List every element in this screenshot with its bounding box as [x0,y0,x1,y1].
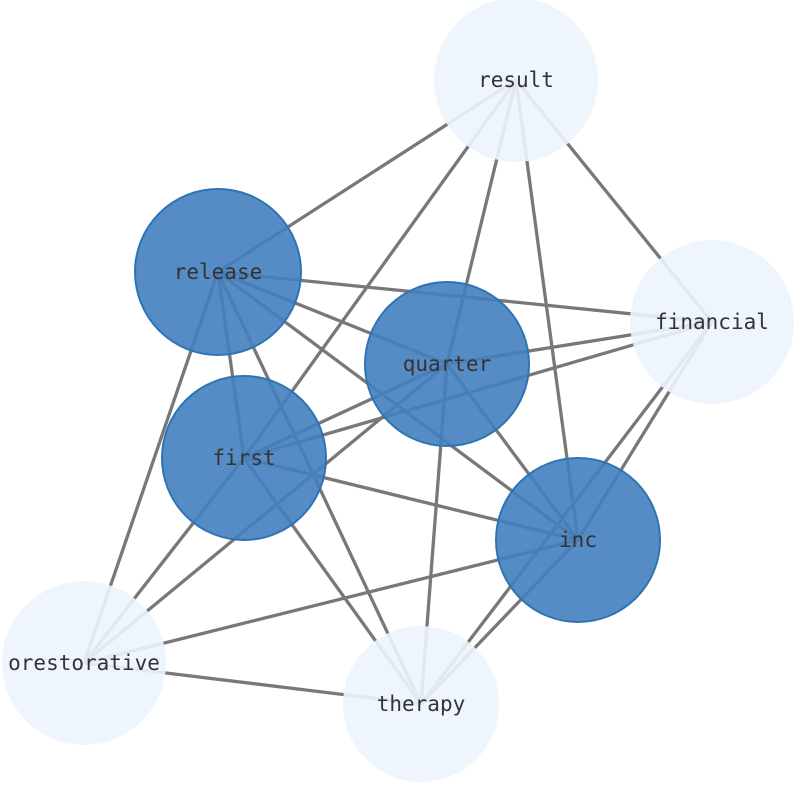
node-first [161,375,327,541]
node-result [434,0,598,162]
node-label-financial: financial [655,310,769,334]
node-financial [630,240,794,404]
node-label-first: first [212,446,275,470]
node-release [134,188,302,356]
node-inc [495,457,661,623]
label-layer: result release financial quarter first inc ore… [8,68,769,716]
node-label-quarter: quarter [403,352,492,376]
node-label-inc: inc [559,528,597,552]
node-label-orestorative: orestorative [8,651,160,675]
node-label-release: release [174,260,263,284]
node-quarter [364,281,530,447]
node-orestorative [2,581,166,745]
edge-inc-orestorative [82,538,580,665]
node-label-result: result [478,68,554,92]
node-therapy [343,626,499,782]
node-label-therapy: therapy [377,692,466,716]
